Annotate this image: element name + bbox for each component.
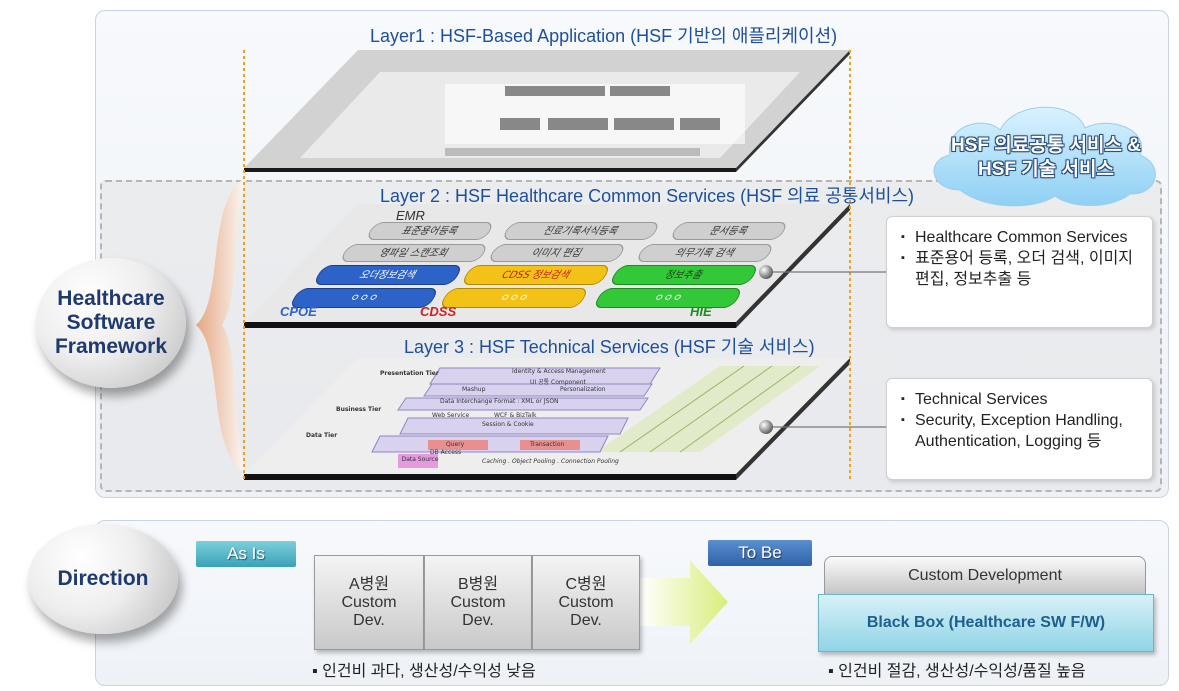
hsf-circle: Healthcare Software Framework: [36, 258, 186, 388]
pill-cdss-items: ㅇㅇㅇ: [438, 288, 590, 308]
cloud-label: HSF 의료공통 서비스 & HSF 기술 서비스: [951, 135, 1141, 180]
pill-doc-reg: 문서등록: [668, 222, 790, 240]
callout-item: Security, Exception Handling, Authentica…: [901, 410, 1140, 452]
as-is-note: ▪ 인건비 과다, 생산성/수익성 낮음: [312, 663, 536, 680]
technical-services-callout: Technical Services Security, Exception H…: [886, 378, 1153, 480]
direction-circle-label: Direction: [57, 567, 149, 590]
pill-hie-items: ㅇㅇㅇ: [592, 288, 744, 308]
pill-cdss-search: CDSS 정보검색: [460, 265, 612, 285]
pill-image-edit: 이미지 편집: [486, 244, 628, 262]
callout-item: Technical Services: [901, 389, 1140, 410]
tier-data: Data Tier: [306, 432, 338, 439]
row-db-access: DB Access: [430, 449, 462, 456]
as-is-tag: As Is: [196, 541, 296, 567]
callout-item: 표준용어 등록, 오더 검색, 이미지 편집, 정보추출 등: [901, 248, 1140, 290]
common-services-callout: Healthcare Common Services 표준용어 등록, 오더 검…: [886, 216, 1153, 328]
row-ui-component: UI 공통 Component: [530, 379, 586, 386]
black-box: Black Box (Healthcare SW F/W): [818, 594, 1154, 652]
row-session: Session & Cookie: [482, 421, 534, 428]
to-be-note-text: 인건비 절감, 생산성/수익성/품질 높음: [838, 663, 1086, 680]
row-wcf: WCF & BizTalk: [494, 412, 537, 419]
pill-extract: 정보추출: [608, 265, 760, 285]
row-transaction: Transaction: [530, 441, 565, 448]
cloud-shape: [933, 106, 1156, 207]
hospital-b-box: B병원 Custom Dev.: [424, 555, 532, 650]
pill-order-search: 오더정보검색: [312, 265, 464, 285]
row-identity: Identity & Access Management: [512, 368, 606, 375]
pill-std-term: 표준용어등록: [364, 222, 496, 240]
custom-development-box: Custom Development: [824, 556, 1146, 596]
layer2-title: Layer 2 : HSF Healthcare Common Services…: [380, 186, 915, 206]
emr-label: EMR: [396, 208, 425, 223]
label-hie: HIE: [690, 304, 712, 319]
row-caching: Caching . Object Pooling . Connection Po…: [482, 458, 619, 465]
row-data-source: Data Source: [401, 456, 439, 463]
hsf-circle-label: Healthcare Software Framework: [54, 287, 168, 358]
layer1-slab: [244, 50, 850, 172]
hospital-a-box: A병원 Custom Dev.: [314, 555, 424, 650]
pill-record-search: 의무기록 검색: [634, 244, 776, 262]
hospital-c-box: C병원 Custom Dev.: [532, 555, 640, 650]
row-data-interchange: Data Interchange Format : XML or JSON: [440, 398, 559, 405]
to-be-tag: To Be: [708, 540, 812, 566]
pill-record-form: 진료기록서식등록: [500, 222, 662, 240]
tier-presentation: Presentation Tier: [380, 370, 439, 377]
row-web-service: Web Service: [432, 412, 470, 419]
framework-brace: [196, 176, 248, 475]
label-cpoe: CPOE: [280, 304, 317, 319]
to-be-note: ▪ 인건비 절감, 생산성/수익성/품질 높음: [828, 663, 1086, 680]
row-personalization: Personalization: [560, 386, 606, 393]
row-mashup: Mashup: [462, 386, 486, 393]
layer1-title: Layer1 : HSF-Based Application (HSF 기반의 …: [370, 26, 838, 46]
layer3-title: Layer 3 : HSF Technical Services (HSF 기술…: [404, 337, 815, 357]
as-is-note-text: 인건비 과다, 생산성/수익성 낮음: [322, 663, 536, 680]
callout-item: Healthcare Common Services: [901, 227, 1140, 248]
row-query: Query: [446, 441, 465, 448]
direction-circle: Direction: [28, 524, 178, 634]
as-is-to-be-arrow: [640, 560, 728, 644]
layer3-slab: [244, 358, 850, 480]
label-cdss: CDSS: [420, 304, 457, 319]
pill-scan: 영파일 스캔조회: [338, 244, 490, 262]
tier-business: Business Tier: [336, 406, 382, 413]
